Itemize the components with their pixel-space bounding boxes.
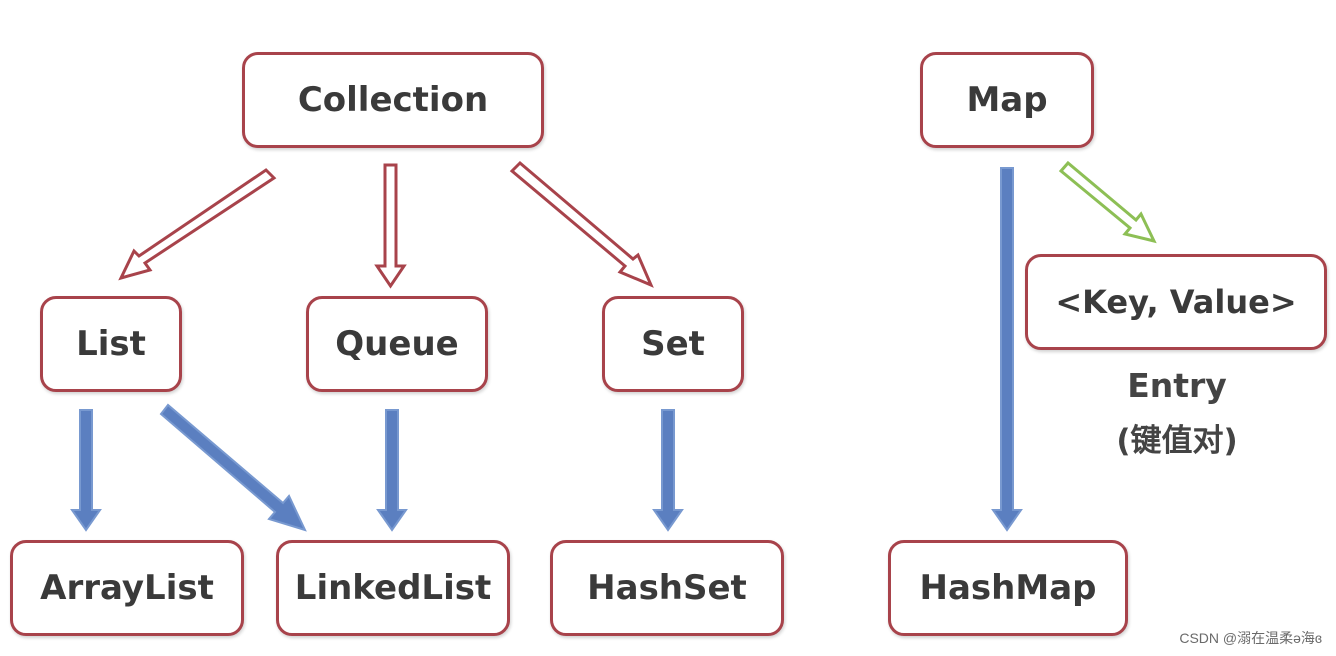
arrow-map-to-hashmap — [991, 167, 1023, 532]
list-node: List — [40, 296, 182, 392]
set-node: Set — [602, 296, 744, 392]
arraylist-node: ArrayList — [10, 540, 244, 636]
hashmap-node: HashMap — [888, 540, 1128, 636]
arrow-set-to-hashset — [652, 409, 684, 532]
arrow-collection-to-queue — [374, 163, 407, 289]
hashset-node: HashSet — [550, 540, 784, 636]
map-node: Map — [920, 52, 1094, 148]
arrow-queue-to-linkedlist — [376, 409, 408, 532]
arrow-list-to-arraylist — [70, 409, 102, 532]
csdn-watermark: CSDN @溺在温柔ə海ɞ — [1179, 630, 1322, 646]
entry-sublabel: (键值对) — [1116, 423, 1238, 459]
collection-node: Collection — [242, 52, 544, 148]
key-value-node: <Key, Value> — [1025, 254, 1327, 350]
arrow-list-to-linkedlist — [159, 403, 307, 532]
arrow-collection-to-list — [118, 168, 277, 281]
arrow-map-to-entry — [1058, 160, 1157, 244]
linkedlist-node: LinkedList — [276, 540, 510, 636]
arrow-collection-to-set — [509, 160, 654, 288]
queue-node: Queue — [306, 296, 488, 392]
entry-label: Entry — [1127, 366, 1227, 405]
